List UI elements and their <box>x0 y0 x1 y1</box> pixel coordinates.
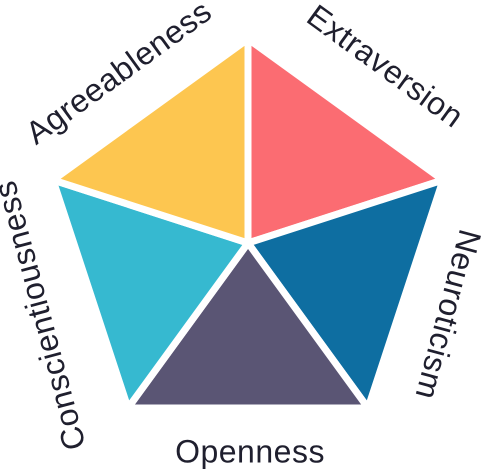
segment-agreeableness <box>45 32 252 248</box>
label-openness: Openness <box>175 433 325 469</box>
pentagon <box>45 32 451 416</box>
